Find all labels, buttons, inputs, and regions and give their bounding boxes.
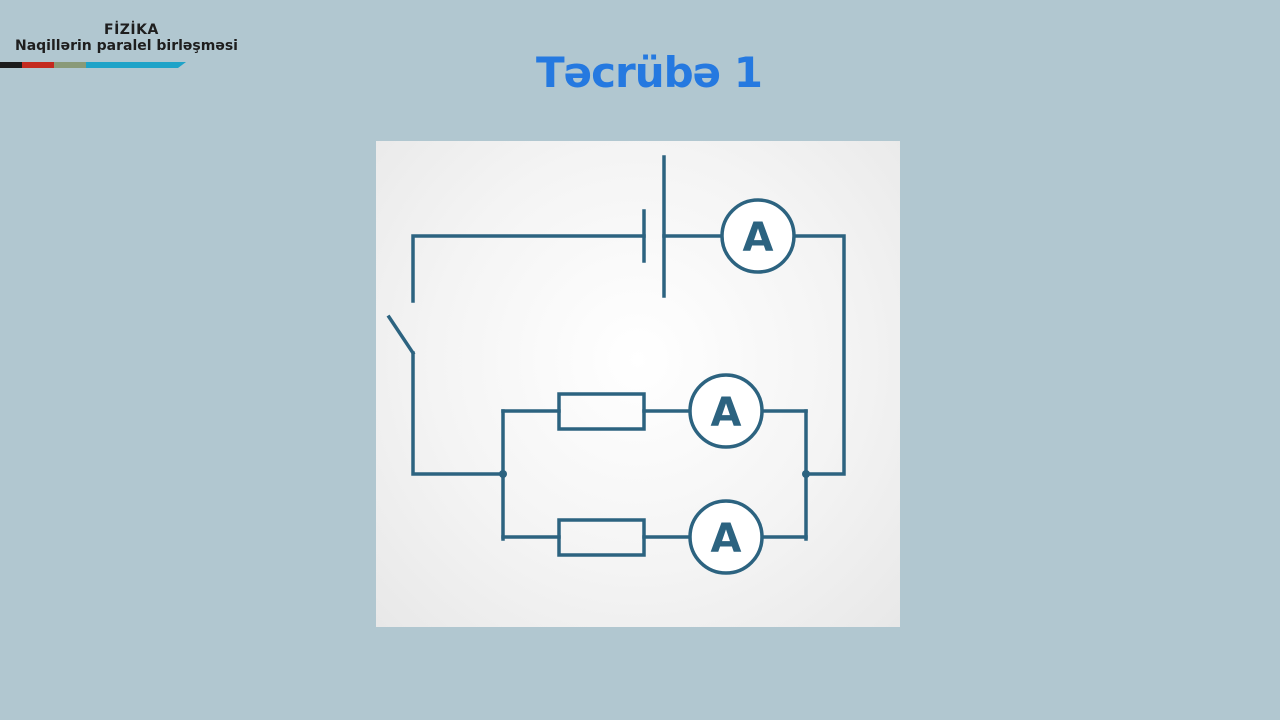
circuit-diagram: A A A	[376, 141, 900, 627]
wire-top-left	[411, 234, 646, 303]
junction-left	[499, 470, 507, 478]
subject-label: FİZİKA	[104, 22, 159, 38]
ammeter-main-circle	[720, 198, 796, 274]
wire-right-side	[792, 234, 846, 476]
header-color-bar	[0, 62, 195, 68]
resistor-2	[557, 518, 646, 557]
resistor-1	[557, 392, 646, 431]
ammeter-main-label: A	[743, 215, 774, 261]
color-bar-segment-olive	[54, 62, 86, 68]
ammeter-1-label: A	[711, 390, 742, 436]
wire-left-side	[411, 351, 505, 476]
switch-blade	[386, 314, 416, 356]
ammeter-1-circle	[688, 373, 764, 449]
color-bar-segment-dark	[0, 62, 22, 68]
ammeter-2-circle	[688, 499, 764, 575]
ammeter-2-label: A	[711, 516, 742, 562]
junction-right	[802, 470, 810, 478]
color-bar-segment-cyan	[86, 62, 186, 68]
color-bar-segment-red	[22, 62, 54, 68]
lesson-header: FİZİKA Naqillərin paralel birləşməsi	[0, 0, 260, 72]
circuit-svg: A A A	[386, 155, 846, 575]
slide-title: Təcrübə 1	[535, 48, 763, 97]
topic-label: Naqillərin paralel birləşməsi	[15, 38, 238, 54]
